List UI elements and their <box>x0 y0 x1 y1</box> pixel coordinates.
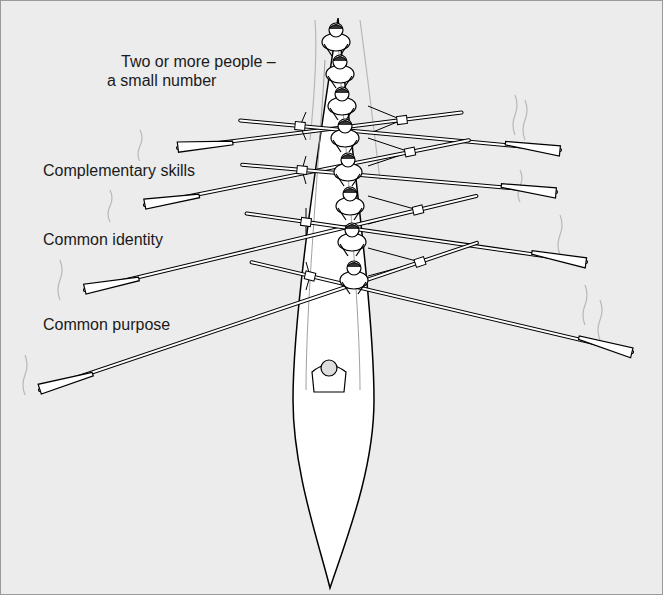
rower-arm <box>336 174 344 186</box>
oar-gate <box>300 217 311 226</box>
oar-blade <box>177 141 233 152</box>
oars <box>38 106 633 394</box>
rower-arm <box>349 140 357 152</box>
team-trait-label: Common identity <box>40 230 166 249</box>
rower-arm <box>340 244 348 256</box>
team-trait-label: Complementary skills <box>40 161 198 180</box>
oar-gate <box>295 122 306 131</box>
rower-arm <box>358 282 366 294</box>
rower-arm <box>324 44 332 56</box>
boat-hull <box>293 18 374 588</box>
oar-blade <box>84 277 140 294</box>
oar-blade <box>505 141 560 156</box>
rower-arm <box>342 282 350 294</box>
rower-arm <box>346 108 354 120</box>
team-trait-label: Two or more people – a small number <box>104 52 280 90</box>
rower-hair <box>347 263 361 268</box>
oar-gate <box>414 257 426 268</box>
rower-arm <box>344 76 352 88</box>
oar-blade <box>144 194 200 209</box>
oar-blade <box>501 184 556 198</box>
rower-hair <box>333 57 347 62</box>
rowers <box>312 23 368 392</box>
oar-blade <box>38 372 93 394</box>
rower-arm <box>354 208 362 220</box>
rower-hair <box>345 225 359 230</box>
oar-gate <box>412 205 424 215</box>
rower-head <box>333 55 347 69</box>
rower-head <box>335 87 349 101</box>
rower-head <box>338 119 352 133</box>
rower-head <box>345 223 359 237</box>
rower-hair <box>329 25 343 30</box>
oar-blade <box>532 251 587 268</box>
oar-gate <box>297 166 308 175</box>
oar-gate <box>404 147 415 157</box>
coxswain-head <box>321 360 337 376</box>
rower-head <box>343 187 357 201</box>
rower-arm <box>352 174 360 186</box>
rower-hair <box>338 121 352 126</box>
rower-arm <box>330 108 338 120</box>
rower-hair <box>343 189 357 194</box>
rower-hair <box>341 155 355 160</box>
rower-arm <box>340 44 348 56</box>
rower-head <box>329 23 343 37</box>
oar-shaft-fill <box>252 262 632 352</box>
oar-shaft <box>252 262 632 352</box>
rower-arm <box>333 140 341 152</box>
oar-gate <box>304 271 316 281</box>
rower-head <box>341 153 355 167</box>
rower-arm <box>328 76 336 88</box>
rower-arm <box>338 208 346 220</box>
rower-arm <box>356 244 364 256</box>
rower-hair <box>335 89 349 94</box>
rower-head <box>347 261 361 275</box>
oar-gate <box>397 115 408 124</box>
team-trait-label: Common purpose <box>40 315 173 334</box>
oar-blade <box>579 336 634 358</box>
